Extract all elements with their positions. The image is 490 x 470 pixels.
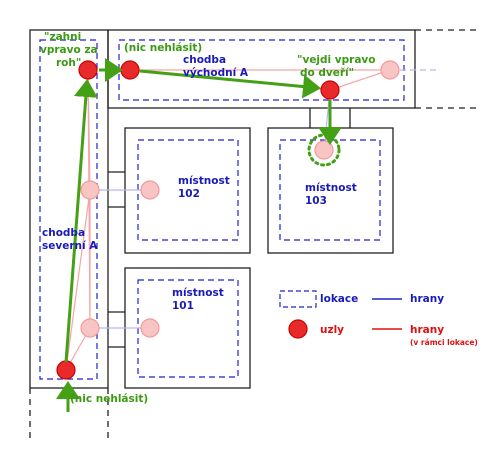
label-corridor-east-instruction: (nic nehlásit) <box>124 42 202 54</box>
label-enter-right: "vejdi vpravo do dveří" <box>297 54 379 79</box>
legend-node-swatch <box>288 319 308 339</box>
label-chodba-severni: chodba severní A <box>42 227 98 252</box>
legend-edge-label: hrany <box>410 293 444 305</box>
legend: lokace hrany uzly hrany (v rámci lokace) <box>279 290 478 347</box>
node-faded <box>80 180 100 200</box>
node-faded <box>140 180 160 200</box>
node-faded <box>80 318 100 338</box>
label-chodba-vychodni: chodba východní A <box>183 54 249 79</box>
label-start-instruction: (nic nehlásit) <box>70 393 148 405</box>
node-faded <box>380 60 400 80</box>
target-marker <box>307 133 341 167</box>
label-turn-right: "zahni vpravo za roh" <box>40 31 101 69</box>
legend-node-label: uzly <box>320 324 344 336</box>
node-faded <box>140 318 160 338</box>
legend-edge-inside-label: hrany <box>410 324 444 336</box>
legend-location-label: lokace <box>320 293 358 305</box>
faded-nodes <box>80 60 400 338</box>
node-corridor-east <box>120 60 140 80</box>
wall-continuations <box>29 29 478 440</box>
label-mistnost-101: místnost 101 <box>172 287 227 312</box>
route-arrows <box>56 58 342 412</box>
legend-edge-inside-note: (v rámci lokace) <box>410 338 478 347</box>
node-corner <box>78 60 98 80</box>
legend-location-swatch <box>279 290 317 308</box>
node-start <box>56 360 76 380</box>
node-door-103 <box>320 80 340 100</box>
label-mistnost-103: místnost 103 <box>305 182 360 207</box>
faded-edges <box>65 69 440 371</box>
node-faded <box>314 140 334 160</box>
label-mistnost-102: místnost 102 <box>178 175 233 200</box>
